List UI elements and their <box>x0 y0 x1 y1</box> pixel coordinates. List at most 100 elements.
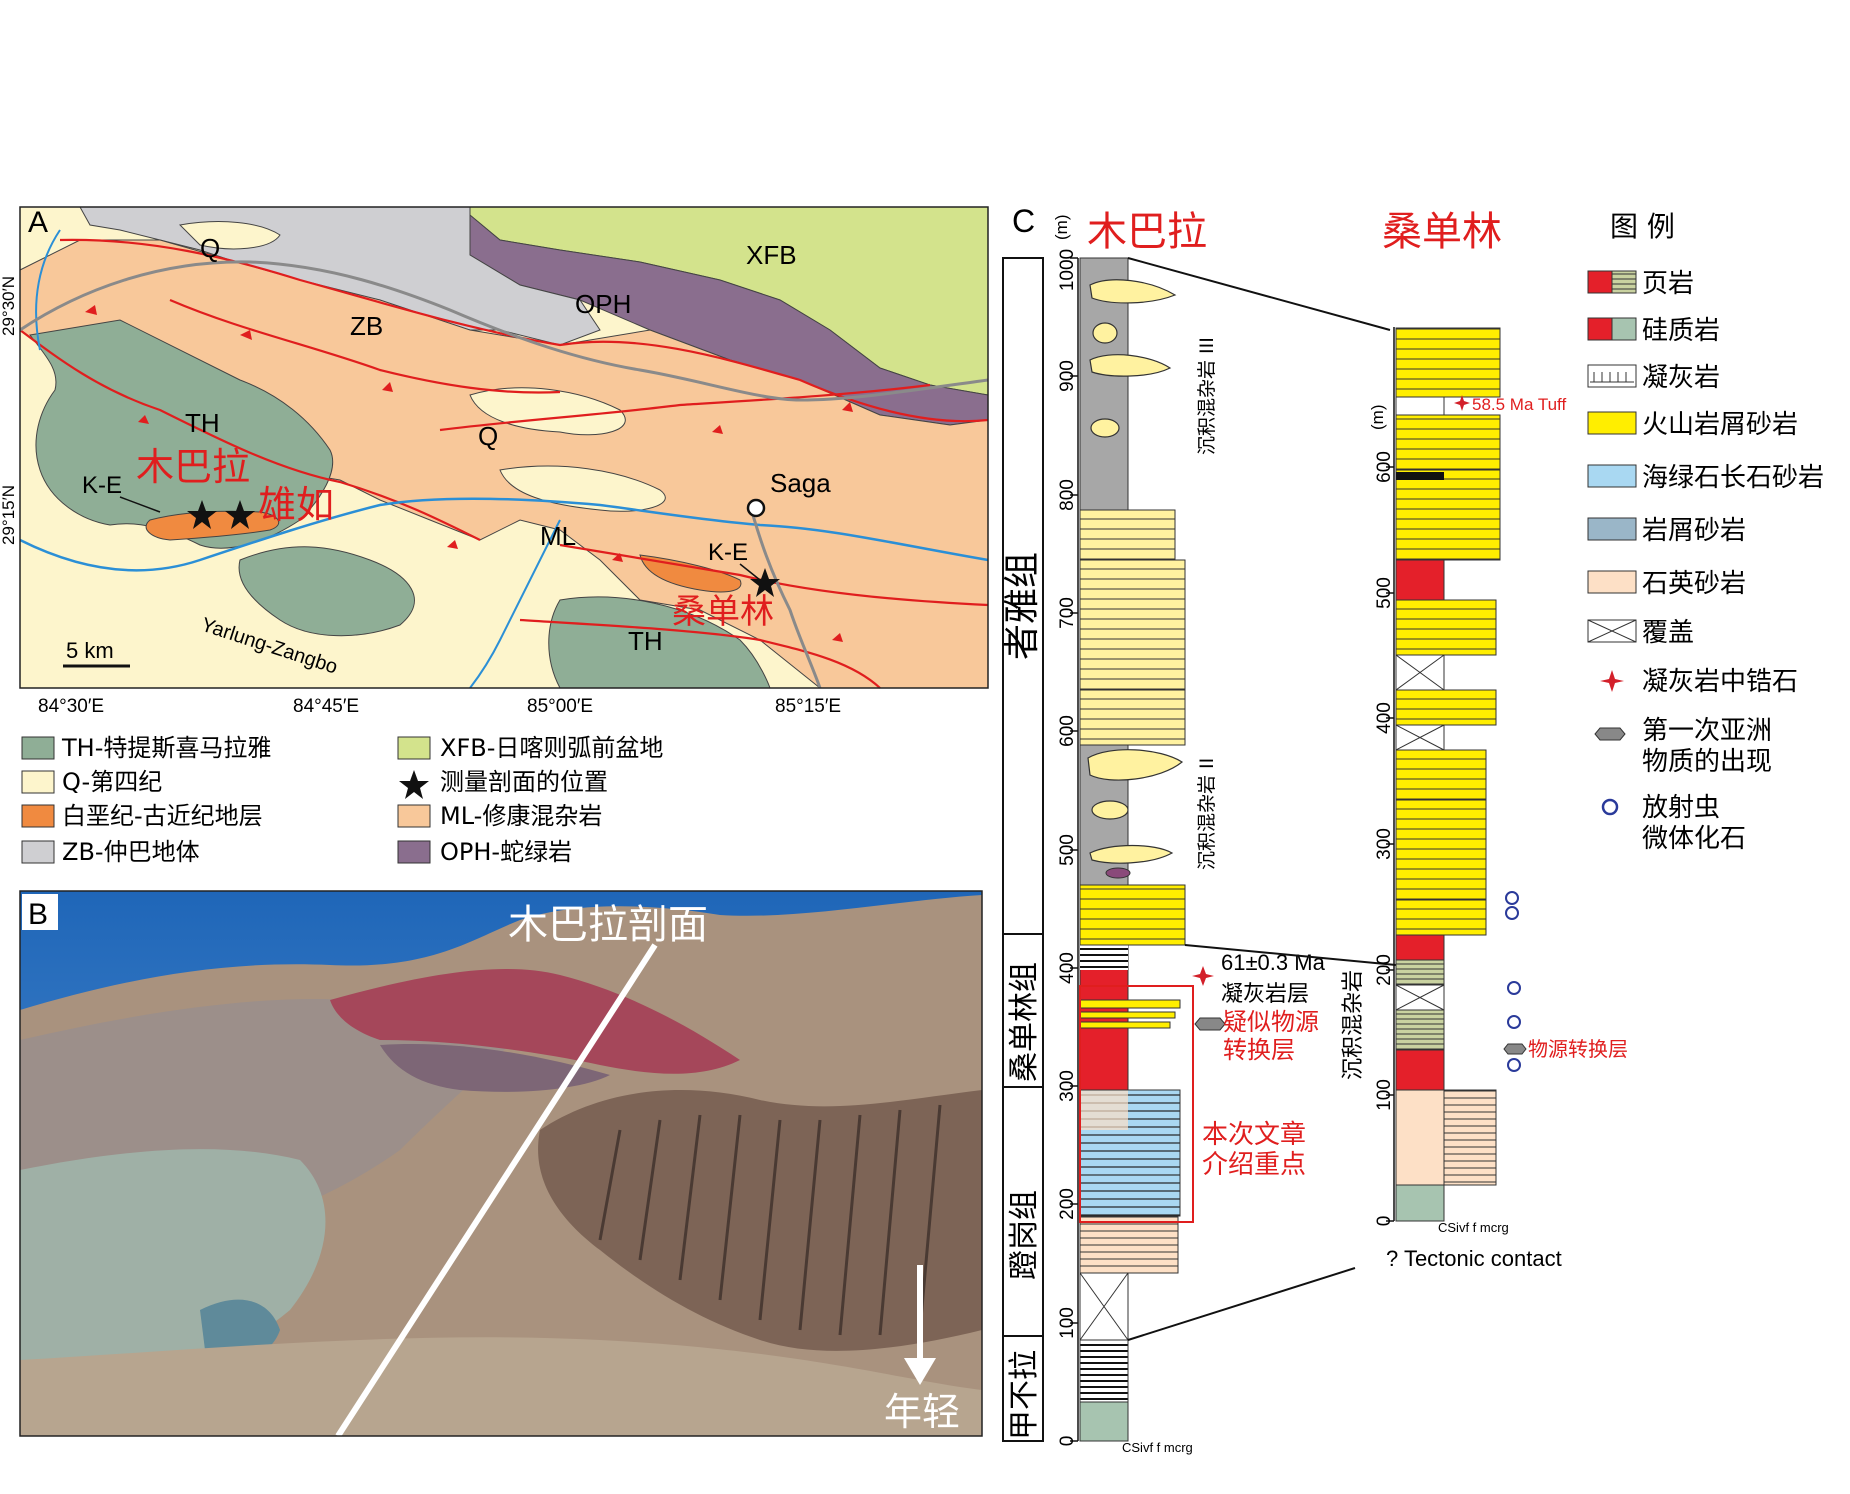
col2-axis <box>1386 327 1395 1222</box>
legend-shale-olive <box>1611 270 1637 294</box>
lon-label-3: 85°00′E <box>527 696 593 717</box>
scale-label: 5 km <box>66 638 114 663</box>
th-unit-east <box>548 596 771 689</box>
col1-tick-600: 600 <box>1057 715 1078 747</box>
quartz-sandstone-beds <box>1079 1215 1179 1274</box>
tuff-zircon-star-1 <box>1192 966 1214 986</box>
ke-unit-east <box>639 554 742 593</box>
legend-swatch-q <box>21 770 55 794</box>
col2-tick-400: 400 <box>1374 702 1395 734</box>
jiabula-shale <box>1079 1339 1129 1403</box>
ke-leader-east <box>739 563 761 581</box>
col1-tick-400: 400 <box>1057 952 1078 984</box>
radiolarian-markers <box>1505 891 1521 1072</box>
col1-tick-700: 700 <box>1057 597 1078 629</box>
unit-label-q: Q <box>200 233 220 263</box>
legend-siliceous-red <box>1587 317 1613 341</box>
unit-label-oph: OPH <box>575 289 631 319</box>
tuff2-label: 58.5 Ma Tuff <box>1472 395 1566 414</box>
tributary-west <box>35 229 61 351</box>
legend-star-icon <box>399 770 429 799</box>
ke-label-west: K-E <box>82 472 122 499</box>
unit-label-ml: ML <box>540 521 576 551</box>
prov1-line2: 转换层 <box>1223 1036 1295 1064</box>
place-mubala: 木巴拉 <box>136 445 250 489</box>
legend-zircon-star-icon <box>1600 670 1624 692</box>
s-volcanic-3 <box>1395 749 1487 801</box>
panel-b-letter-box <box>22 894 58 930</box>
legend-ke: 白垩纪-古近纪地层 <box>62 802 263 830</box>
legend-tuff: 凝灰岩 <box>1642 363 1720 393</box>
volcanic-sandstone-lower <box>1079 884 1186 946</box>
unit-label-th: TH <box>185 408 220 438</box>
legend-swatch-xfb <box>397 736 431 760</box>
col1-tick-500: 500 <box>1057 834 1078 866</box>
section-line <box>335 943 658 1438</box>
legend-covered: 覆盖 <box>1642 618 1694 648</box>
s-volcanic-7 <box>1395 414 1501 471</box>
legend-volcanic: 火山岩屑砂岩 <box>1642 410 1798 440</box>
dark-interbeds <box>1079 1174 1181 1217</box>
formation-zheya: 者雅组 <box>1002 552 1043 660</box>
lon-label-2: 84°45′E <box>293 696 359 717</box>
jiabula-green <box>1079 1401 1129 1442</box>
column-mubala <box>1079 257 1186 1442</box>
purple-beds <box>380 1044 610 1092</box>
col2-tick-600: 600 <box>1374 451 1395 483</box>
legend-c-title: 图 例 <box>1610 210 1675 243</box>
rock-fins <box>598 1104 942 1336</box>
section-star-markers <box>187 500 780 597</box>
col1-tick-200: 200 <box>1057 1188 1078 1220</box>
col1-tick-0: 0 <box>1057 1436 1078 1447</box>
col1-title: 木巴拉 <box>1087 209 1207 255</box>
legend-swatch-zb <box>21 840 55 864</box>
s-tuff <box>1395 396 1445 416</box>
legend-xfb: XFB-日喀则弧前盆地 <box>440 734 663 762</box>
legend-q: Q-第四纪 <box>62 768 162 796</box>
rock-ridges <box>538 1090 982 1351</box>
melange-block-purple <box>1105 867 1131 879</box>
legend-tuff-swatch <box>1587 364 1637 388</box>
melange-s-label: 沉积混杂岩 <box>1341 970 1366 1080</box>
map-panel <box>19 206 989 689</box>
road-south <box>748 504 822 689</box>
section-name-label: 木巴拉剖面 <box>508 902 708 948</box>
green-slope <box>20 1149 326 1410</box>
s-volcanic-1 <box>1395 899 1487 936</box>
formation-sangdanlin: 桑单林组 <box>1007 962 1042 1082</box>
legend-asia-1: 第一次亚洲 <box>1642 716 1772 746</box>
legend-shale-red <box>1587 270 1613 294</box>
col1-tick-1000: 1000 <box>1057 249 1078 291</box>
col2-tick-100: 100 <box>1374 1079 1395 1111</box>
volcanic-sandstone-upper <box>1079 559 1186 691</box>
lat-label-1: 29°30′N <box>0 276 18 336</box>
lon-label-4: 85°15′E <box>775 696 841 717</box>
asia-marker-2 <box>1503 1043 1527 1055</box>
col2-tick-200: 200 <box>1374 954 1395 986</box>
red-beds <box>330 969 740 1074</box>
unit-label-th2: TH <box>628 626 663 656</box>
legend-lithic: 岩屑砂岩 <box>1642 516 1746 546</box>
yarlung-river <box>19 497 989 572</box>
formation-boxes <box>1002 257 1044 1442</box>
col2-grain-scale: CSivf f mcrg <box>1438 1220 1509 1235</box>
col1-tick-900: 900 <box>1057 360 1078 392</box>
ke-label-east: K-E <box>708 539 748 566</box>
legend-glauconite-swatch <box>1587 464 1637 488</box>
col1-grain-scale: CSivf f mcrg <box>1122 1440 1193 1455</box>
road <box>19 260 989 402</box>
legend-asia-2: 物质的出现 <box>1642 747 1772 777</box>
tributary <box>469 519 561 689</box>
legend-zb: ZB-仲巴地体 <box>62 838 200 866</box>
focus-box <box>1079 985 1194 1223</box>
star-mubala <box>187 500 217 529</box>
s-siliceous-lower <box>1395 1049 1445 1091</box>
s-volcanic-4 <box>1395 689 1497 726</box>
legend-swatch-oph <box>397 840 431 864</box>
legend-quartz: 石英砂岩 <box>1642 569 1746 599</box>
legend-quartz-swatch <box>1587 570 1637 594</box>
col1-tick-800: 800 <box>1057 479 1078 511</box>
legend-section: 测量剖面的位置 <box>440 768 608 796</box>
panel-b-letter: B <box>28 898 48 931</box>
col2-tick-0: 0 <box>1374 1216 1395 1227</box>
